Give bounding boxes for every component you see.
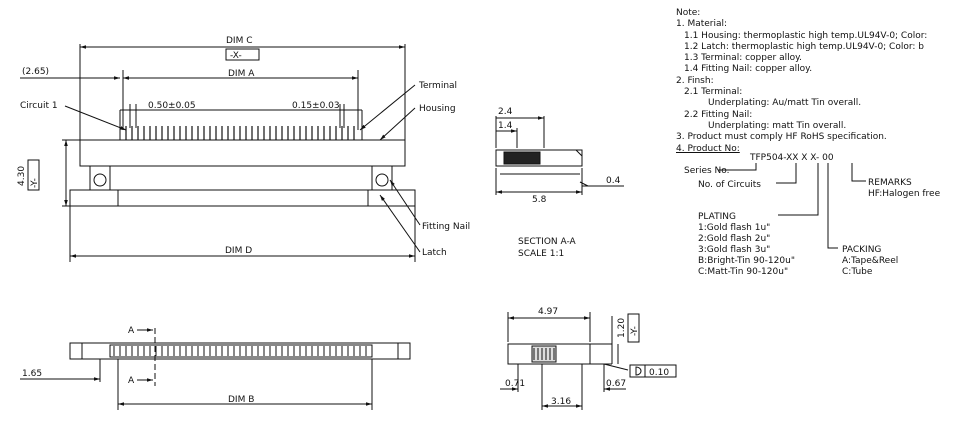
remarks-hf-label: HF:Halogen free	[868, 189, 941, 199]
notes-title: Note:	[676, 8, 701, 18]
plating-option-b: B:Bright-Tin 90-120u"	[698, 256, 795, 266]
dim-c-label: DIM C	[226, 36, 253, 46]
bottom-view	[20, 328, 411, 410]
plating-option-1: 1:Gold flash 1u"	[698, 223, 770, 233]
latch-label: Latch	[422, 248, 447, 258]
y-datum-label: -Y-	[30, 178, 40, 188]
dim-a-label: DIM A	[228, 69, 255, 79]
circuit1-label: Circuit 1	[20, 101, 58, 111]
bottom-pins	[113, 346, 367, 356]
flatness-label: 0.10	[649, 368, 669, 378]
packing-option-a: A:Tape&Reel	[842, 256, 898, 266]
section-view	[495, 116, 624, 195]
note-2-2-detail: Underplating: matt Tin overall.	[708, 120, 847, 131]
plating-option-c: C:Matt-Tin 90-120u"	[698, 267, 788, 277]
height-label: 4.30	[17, 166, 27, 186]
x-datum-label: -X-	[230, 51, 242, 61]
product-code: TFP504-XX X X- 00	[749, 153, 834, 163]
notes-block: Note: 1. Material: 1.1 Housing: thermopl…	[676, 8, 966, 208]
packing-option-c: C:Tube	[842, 267, 873, 277]
d071-label: 0.71	[505, 379, 525, 389]
packing-label: PACKING	[842, 245, 881, 255]
note-2-1: 2.1 Terminal:	[684, 87, 743, 98]
d497-label: 4.97	[538, 307, 558, 317]
section-marker-top: A	[128, 326, 135, 336]
side-view	[500, 312, 677, 410]
plating-label: PLATING	[698, 212, 736, 222]
section-labels: 2.4 1.4 5.8 0.4 SECTION A-A SCALE 1:1	[498, 107, 621, 259]
remarks-label: REMARKS	[868, 178, 912, 188]
d316-label: 3.16	[551, 397, 571, 407]
note-3: 3. Product must comply HF RoHS specifica…	[676, 132, 887, 143]
section-d1: 2.4	[498, 107, 513, 117]
d165-label: 1.65	[22, 369, 42, 379]
note-2-2: 2.2 Fitting Nail:	[684, 109, 753, 120]
x-datum-box	[225, 48, 260, 61]
plating-option-2: 2:Gold flash 2u"	[698, 234, 770, 244]
fitting-nail-label: Fitting Nail	[422, 222, 470, 232]
side-y-datum-label: -Y-	[630, 326, 640, 336]
plating-option-3: 3:Gold flash 3u"	[698, 245, 770, 255]
section-title: SECTION A-A	[518, 237, 577, 247]
series-label: Series No.	[684, 166, 729, 176]
top-view-labels: DIM C -X- (2.65) DIM A 0.50±0.05 0.15±0.…	[17, 36, 470, 258]
terminal-pins	[125, 126, 355, 140]
section-d2: 1.4	[498, 121, 513, 131]
note-2-1-detail: Underplating: Au/matt Tin overall.	[708, 98, 862, 109]
tolerance-label: 0.15±0.03	[292, 101, 340, 111]
section-scale: SCALE 1:1	[518, 249, 564, 259]
section-marker-bottom: A	[128, 376, 135, 386]
bottom-labels: A A 1.65 DIM B	[22, 326, 254, 405]
note-4: 4. Product No:	[676, 143, 740, 154]
housing-label: Housing	[419, 104, 456, 114]
d067-label: 0.67	[606, 379, 626, 389]
y-datum-box	[27, 159, 40, 191]
note-1-1: 1.1 Housing: thermoplastic high temp.UL9…	[684, 30, 928, 41]
note-1-2: 1.2 Latch: thermoplastic high temp.UL94V…	[684, 41, 925, 52]
circuits-label: No. of Circuits	[698, 180, 761, 190]
note-2: 2. Finsh:	[676, 75, 714, 86]
product-code-leaders	[718, 163, 866, 249]
d120-label: 1.20	[617, 318, 627, 338]
note-1: 1. Material:	[676, 19, 728, 30]
note-1-4: 1.4 Fitting Nail: copper alloy.	[684, 64, 813, 75]
dim-d-label: DIM D	[225, 246, 252, 256]
dim-b-label: DIM B	[228, 395, 254, 405]
note-1-3: 1.3 Terminal: copper alloy.	[684, 53, 803, 64]
section-d3: 5.8	[532, 195, 547, 205]
section-d4: 0.4	[606, 176, 621, 186]
product-code-labels: TFP504-XX X X- 00 Series No. No. of Circ…	[684, 153, 941, 277]
side-labels: 4.97 1.20 -Y- 0.71 3.16 0.67 0.10	[505, 307, 669, 407]
terminal-label: Terminal	[418, 81, 457, 91]
pitch-label: 0.50±0.05	[148, 101, 196, 111]
top-view	[20, 44, 421, 262]
offset-label: (2.65)	[22, 67, 49, 77]
